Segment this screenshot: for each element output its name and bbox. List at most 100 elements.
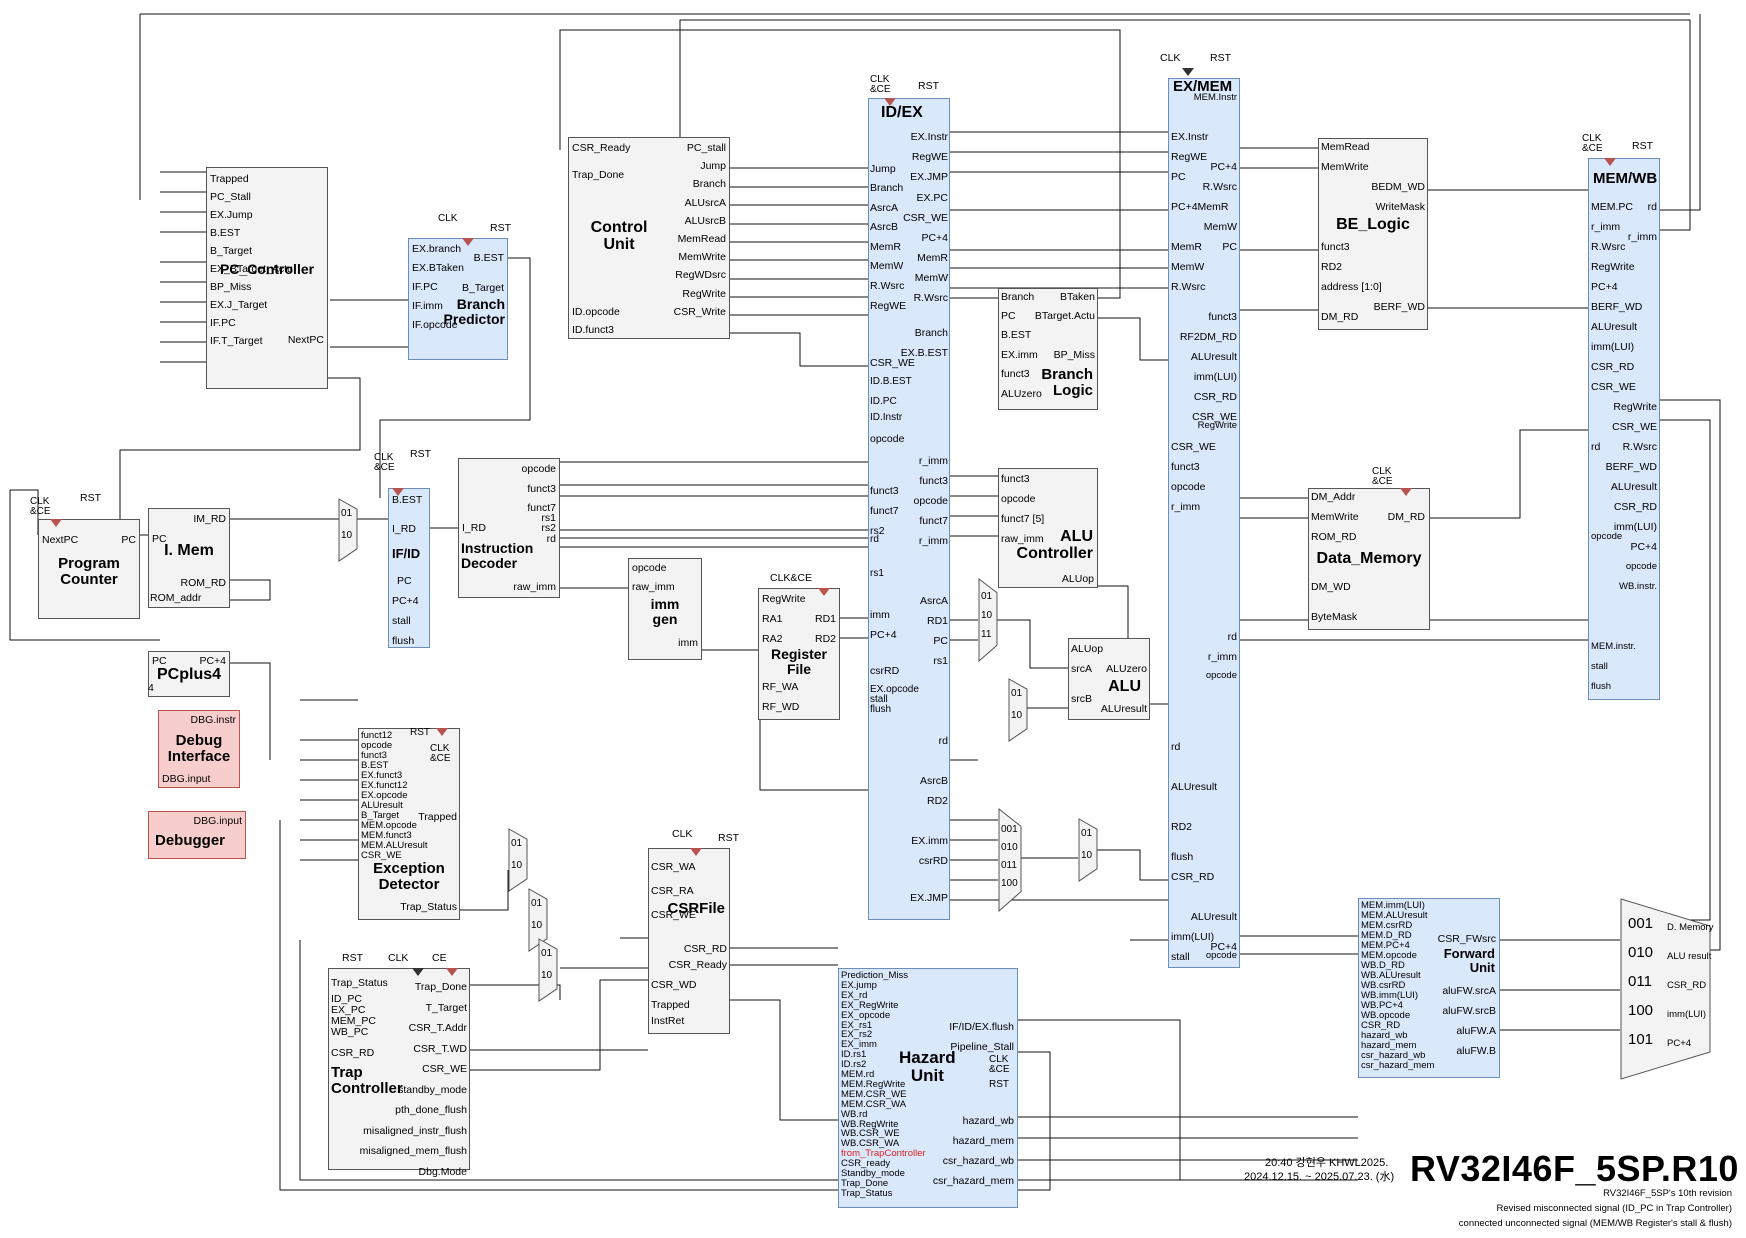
dmem-in-1: MemWrite [1311, 511, 1359, 523]
csrfile-out-2: Trapped [651, 999, 690, 1011]
idex-right-13: opcode [913, 495, 948, 507]
debug-if-port-input: DBG.input [162, 773, 211, 785]
debug-interface-title: Debug Interface [167, 732, 231, 765]
idex-right-22: RD2 [926, 795, 948, 807]
exmem-rst-label: RST [1210, 52, 1231, 64]
trapc-out-7: misaligned_instr_flush [363, 1124, 467, 1137]
wire-41 [1068, 585, 1129, 645]
idex-right-2: EX.JMP [910, 171, 948, 183]
memwb-right-8: imm(LUI) [1613, 521, 1657, 533]
hazard-in-14: WB.rd [841, 1108, 868, 1120]
mux-7 [1078, 818, 1098, 882]
pc_ctrl-in-1: PC_Stall [210, 191, 251, 203]
memwb-left-6: ALUresult [1591, 321, 1638, 333]
csrfile-title: CSRFile [667, 900, 725, 917]
fwd-in-3: MEM.D_RD [1361, 930, 1412, 941]
idex-right-9: Branch [914, 327, 948, 339]
hazard-in-1: EX.jump [841, 979, 877, 991]
imem-in-pc: PC [152, 533, 167, 545]
wire-16 [702, 649, 868, 791]
mux-6 [998, 808, 1022, 912]
fwd-in-8: WB.csrRD [1361, 980, 1406, 991]
memwb-left-11: opcode [1591, 531, 1623, 542]
hazard-out-1: Pipeline_Stall [950, 1041, 1014, 1053]
idex-clk-label: CLK &CE [870, 74, 891, 95]
excdet-in-12: CSR_WE [361, 850, 402, 861]
idex-right-11: r_imm [918, 455, 948, 467]
dmem-in-2: ROM_RD [1311, 531, 1357, 543]
idex-right-19: rs1 [933, 655, 948, 667]
exmem-left-1: RegWE [1171, 151, 1208, 163]
wire-70 [460, 870, 509, 911]
trapc-out-3: CSR_T.WD [413, 1042, 467, 1055]
be-title: BE_Logic [1336, 216, 1410, 233]
bp-in-1: EX.BTaken [412, 262, 464, 274]
trapc-in-0: Trap_Status [331, 977, 388, 989]
imem-rom-rd: ROM_RD [180, 577, 226, 589]
memwb-clk-label: CLK &CE [1582, 133, 1603, 154]
footer-note2: connected unconnected signal (MEM/WB Reg… [1458, 1218, 1732, 1229]
bp-out-best: B.EST [473, 252, 504, 264]
exmem-left-4: MemR [1171, 241, 1202, 253]
idex-right-5: PC+4 [921, 232, 948, 244]
mux-1-in-0: 01 [511, 837, 523, 849]
footer-dates: 2024.12.15. ~ 2025.07.23. (水) [1244, 1171, 1395, 1183]
bl-in-5: ALUzero [1001, 388, 1042, 400]
idex-left-4: MemR [870, 241, 901, 253]
idex-right-0: EX.Instr [910, 131, 948, 143]
trapc-out-4: CSR_WE [422, 1063, 467, 1075]
memwb-left-14: flush [1591, 681, 1612, 692]
program-counter-block: NextPC PC Program Counter [38, 519, 140, 619]
exmem-right-14: opcode [1205, 670, 1237, 681]
memwb-right-2: RegWrite [1613, 401, 1657, 413]
regfile-in-2: RA2 [762, 633, 783, 645]
pc_ctrl-in-0: Trapped [210, 173, 249, 185]
dmem-out-dmrd: DM_RD [1387, 511, 1425, 523]
excdet-in-0: funct12 [361, 730, 393, 741]
regfile-in-1: RA1 [762, 613, 783, 625]
excdet-in-9: MEM.opcode [361, 820, 417, 831]
pcplus4-block: PC PC+4 4 PCplus4 [148, 651, 230, 697]
cu-in-0: CSR_Ready [572, 142, 631, 154]
alu-in-1: srcA [1071, 663, 1092, 675]
mux-3 [538, 938, 558, 1002]
idec-out-4: rs2 [541, 522, 556, 534]
trapc-clk-label: CLK [388, 952, 409, 964]
hazard-in-5: EX_rs1 [841, 1019, 873, 1031]
hazard-in-6: EX_rs2 [841, 1029, 873, 1041]
memwb-right-11: WB.instr. [1618, 581, 1657, 592]
exmem-right-8: imm(LUI) [1193, 371, 1237, 383]
program-counter-title: Program Counter [58, 555, 120, 588]
pc-clock-triangle [50, 519, 62, 527]
trapc-in-2: EX_PC [331, 1004, 366, 1016]
pc-rst-label: RST [80, 492, 101, 504]
excdet-in-11: MEM.ALUresult [361, 840, 428, 851]
csrfile-clock-triangle [690, 848, 702, 856]
mux-4-in-2: 11 [981, 629, 992, 641]
cu-in-3: ID.funct3 [572, 324, 615, 336]
pc-in-nextpc: NextPC [42, 534, 79, 546]
exmem-clock-triangle [1182, 68, 1194, 76]
pc_ctrl-in-5: EX_BTarget_Actu [210, 263, 293, 275]
excdet-in-2: funct3 [361, 750, 387, 761]
wire-76 [730, 999, 838, 1121]
exmem-right-7: ALUresult [1190, 351, 1237, 363]
mux-3-in-1: 10 [541, 969, 553, 981]
fwd-in-1: MEM.ALUresult [1361, 910, 1428, 921]
wbmux-sel-0: 001 [1628, 915, 1654, 932]
trapc-rst-label: RST [342, 952, 363, 964]
csrfile-out-1: CSR_Ready [668, 959, 727, 971]
idex-left-0: Jump [870, 163, 896, 175]
exmem-right-16: PC+4 [1210, 941, 1237, 953]
fwd-in-4: MEM.PC+4 [1361, 940, 1410, 951]
bl-in-0: Branch [1001, 291, 1035, 303]
diagram-title: RV32I46F_5SP.R10 [1410, 1148, 1739, 1189]
csrfile-in-3: CSR_WD [651, 979, 697, 991]
fwd-in-0: MEM.imm(LUI) [1361, 900, 1425, 911]
